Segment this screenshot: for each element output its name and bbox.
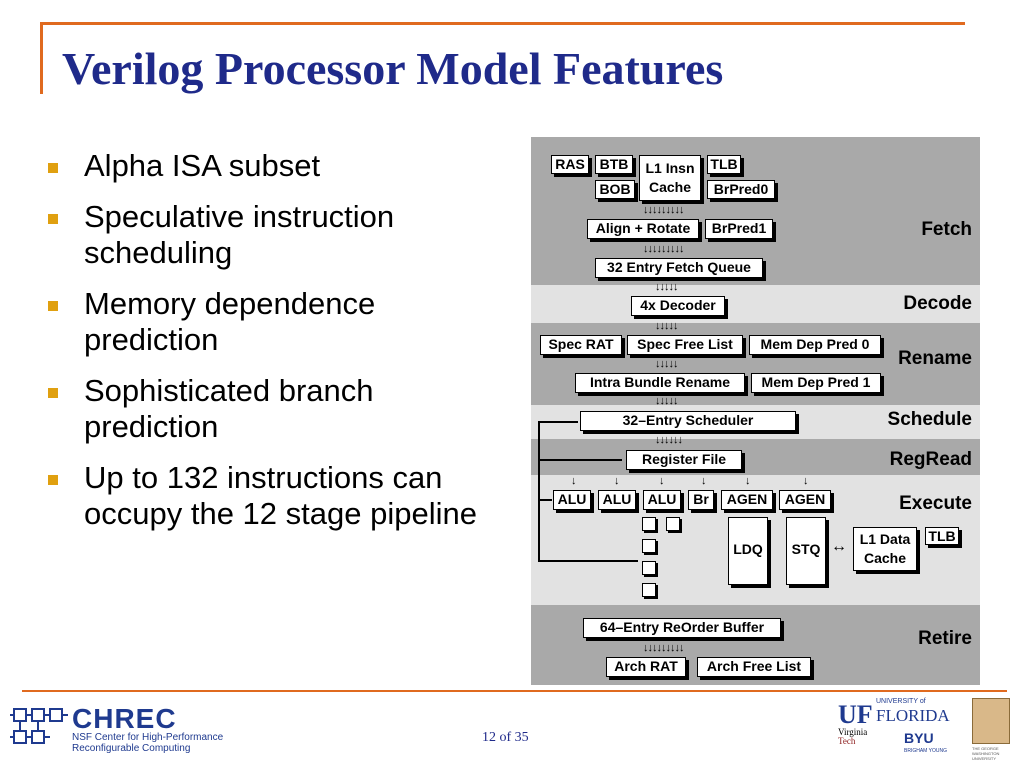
bypass-line xyxy=(538,421,540,561)
arch-free-list-block: Arch Free List xyxy=(697,657,811,677)
square-bullet-icon xyxy=(48,388,58,398)
tlb-fetch-block: TLB xyxy=(707,155,741,174)
queue-slot-icon xyxy=(642,539,656,553)
stage-label-retire: Retire xyxy=(918,628,972,649)
bidirectional-arrow-icon: ↔ xyxy=(831,538,847,555)
byu-logo: BYU xyxy=(904,730,934,746)
spec-free-list-block: Spec Free List xyxy=(627,335,743,355)
rob-block: 64–Entry ReOrder Buffer xyxy=(583,618,781,638)
queue-slot-icon xyxy=(666,517,680,531)
square-bullet-icon xyxy=(48,301,58,311)
stage-label-fetch: Fetch xyxy=(921,219,972,240)
pipeline-diagram: Fetch Decode Rename Schedule RegRead Exe… xyxy=(531,137,980,685)
brpred1-block: BrPred1 xyxy=(705,219,773,239)
bypass-line xyxy=(538,459,622,461)
arrow-down-icon: ↓ xyxy=(571,475,576,487)
register-file-block: Register File xyxy=(626,450,742,470)
arrow-down-icon: ↓ xyxy=(614,475,619,487)
arrows-down-icon: ↓↓↓↓↓ xyxy=(655,358,678,370)
ras-block: RAS xyxy=(551,155,589,174)
uf-top: UNIVERSITY of xyxy=(876,698,926,705)
br-block: Br xyxy=(688,490,714,510)
title-frame-left xyxy=(40,22,43,94)
align-rotate-block: Align + Rotate xyxy=(587,219,699,239)
slide-title: Verilog Processor Model Features xyxy=(62,43,724,94)
stage-label-rename: Rename xyxy=(898,348,972,369)
arrows-down-icon: ↓↓↓↓↓↓ xyxy=(655,434,683,446)
arrow-down-icon: ↓ xyxy=(701,475,706,487)
bullet-item: Alpha ISA subset xyxy=(44,148,514,184)
agen-block-1: AGEN xyxy=(721,490,773,510)
vt-logo: Virginia Tech xyxy=(838,727,868,746)
footer-divider xyxy=(22,690,1007,692)
brpred0-block: BrPred0 xyxy=(707,180,775,199)
queue-slot-icon xyxy=(642,561,656,575)
gw-name: THE GEORGE WASHINGTON UNIVERSITY xyxy=(972,746,1000,761)
alu-block-3: ALU xyxy=(643,490,681,510)
arrows-down-icon: ↓↓↓↓↓ xyxy=(655,395,678,407)
bypass-line xyxy=(538,421,578,423)
decode-band xyxy=(531,285,980,323)
decoder-block: 4x Decoder xyxy=(631,296,725,316)
bullet-list: Alpha ISA subset Speculative instruction… xyxy=(44,148,514,547)
chrec-chip-icon xyxy=(10,708,68,744)
alu-block-2: ALU xyxy=(598,490,636,510)
stage-label-execute: Execute xyxy=(899,493,972,514)
mem-dep-pred1-block: Mem Dep Pred 1 xyxy=(751,373,881,393)
ldq-block: LDQ xyxy=(728,517,768,585)
bypass-line xyxy=(538,499,552,501)
mem-dep-pred0-block: Mem Dep Pred 0 xyxy=(749,335,881,355)
page-number: 12 of 35 xyxy=(482,730,529,745)
bypass-line xyxy=(538,560,638,562)
gw-portrait-icon xyxy=(972,698,1010,744)
bullet-item: Sophisticated branch prediction xyxy=(44,373,514,445)
fetch-queue-block: 32 Entry Fetch Queue xyxy=(595,258,763,278)
bob-block: BOB xyxy=(595,180,635,199)
arrows-down-icon: ↓↓↓↓↓ xyxy=(655,281,678,293)
chrec-name: CHREC xyxy=(72,703,177,734)
byu-sub: BRIGHAM YOUNG xyxy=(904,748,947,754)
scheduler-block: 32–Entry Scheduler xyxy=(580,411,796,431)
arrow-down-icon: ↓ xyxy=(803,475,808,487)
chrec-subtitle: NSF Center for High-Performance Reconfig… xyxy=(72,732,224,754)
arrows-down-icon: ↓↓↓↓↓ xyxy=(655,320,678,332)
arrows-down-icon: ↓↓↓↓↓↓↓↓↓ xyxy=(643,243,684,255)
uf-name: FLORIDA xyxy=(876,706,950,725)
arrow-down-icon: ↓ xyxy=(745,475,750,487)
arrows-down-icon: ↓↓↓↓↓↓↓↓↓ xyxy=(643,642,684,654)
chrec-logo: CHREC NSF Center for High-Performance Re… xyxy=(10,703,223,758)
btb-block: BTB xyxy=(595,155,633,174)
arrow-down-icon: ↓ xyxy=(659,475,664,487)
alu-block-1: ALU xyxy=(553,490,591,510)
stage-label-decode: Decode xyxy=(903,293,972,314)
agen-block-2: AGEN xyxy=(779,490,831,510)
bullet-item: Speculative instruction scheduling xyxy=(44,199,514,271)
title-frame-top xyxy=(40,22,965,25)
stage-label-schedule: Schedule xyxy=(887,409,972,430)
intra-bundle-rename-block: Intra Bundle Rename xyxy=(575,373,745,393)
square-bullet-icon xyxy=(48,163,58,173)
square-bullet-icon xyxy=(48,214,58,224)
spec-rat-block: Spec RAT xyxy=(540,335,622,355)
l1-data-cache-block: L1 Data Cache xyxy=(853,527,917,571)
uf-abbr: UF xyxy=(838,700,873,729)
queue-slot-icon xyxy=(642,583,656,597)
regread-band xyxy=(531,439,980,475)
bullet-item: Memory dependence prediction xyxy=(44,286,514,358)
bullet-item: Up to 132 instructions can occupy the 12… xyxy=(44,460,514,532)
arrows-down-icon: ↓↓↓↓↓↓↓↓↓ xyxy=(643,204,684,216)
arch-rat-block: Arch RAT xyxy=(606,657,686,677)
stage-label-regread: RegRead xyxy=(889,449,972,470)
square-bullet-icon xyxy=(48,475,58,485)
queue-slot-icon xyxy=(642,517,656,531)
partner-logos: UF UNIVERSITY of FLORIDA Virginia Tech B… xyxy=(838,696,1018,766)
stq-block: STQ xyxy=(786,517,826,585)
l1-insn-cache-block: L1 Insn Cache xyxy=(639,155,701,201)
tlb-exec-block: TLB xyxy=(925,527,959,545)
